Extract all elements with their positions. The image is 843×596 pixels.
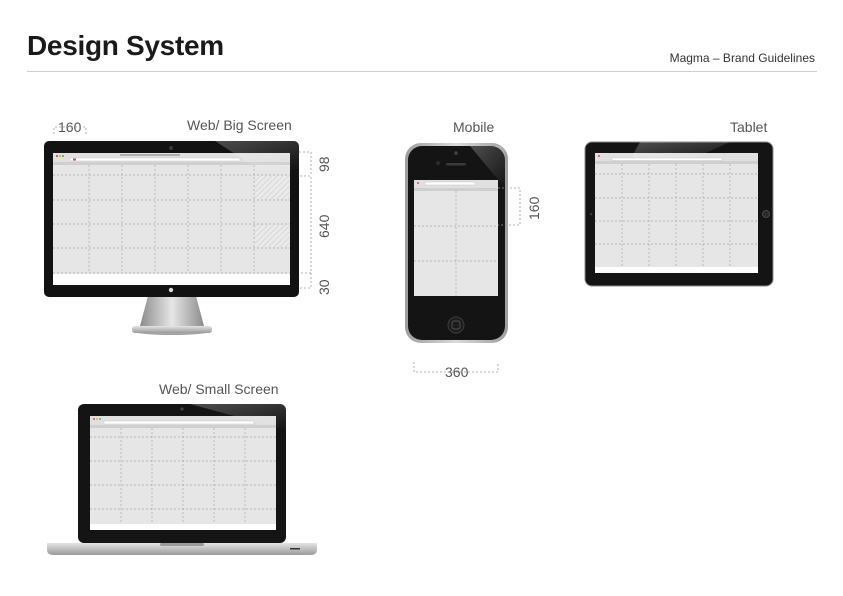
tablet [584,141,774,287]
big-screen-guides [53,126,312,289]
big-screen-label: Web/ Big Screen [187,117,292,133]
mobile-guides [413,187,521,373]
mobile-phone [405,143,508,343]
page-title: Design System [27,30,224,61]
column-width-dimension: 160 [58,119,82,135]
tablet-label: Tablet [730,119,768,135]
big-screen-monitor [44,141,299,335]
header-divider [27,71,817,72]
laptop [47,404,317,555]
brand-name: Magma – Brand Guidelines [669,51,815,65]
small-screen-label: Web/ Small Screen [159,381,279,397]
mobile-label: Mobile [453,119,495,135]
